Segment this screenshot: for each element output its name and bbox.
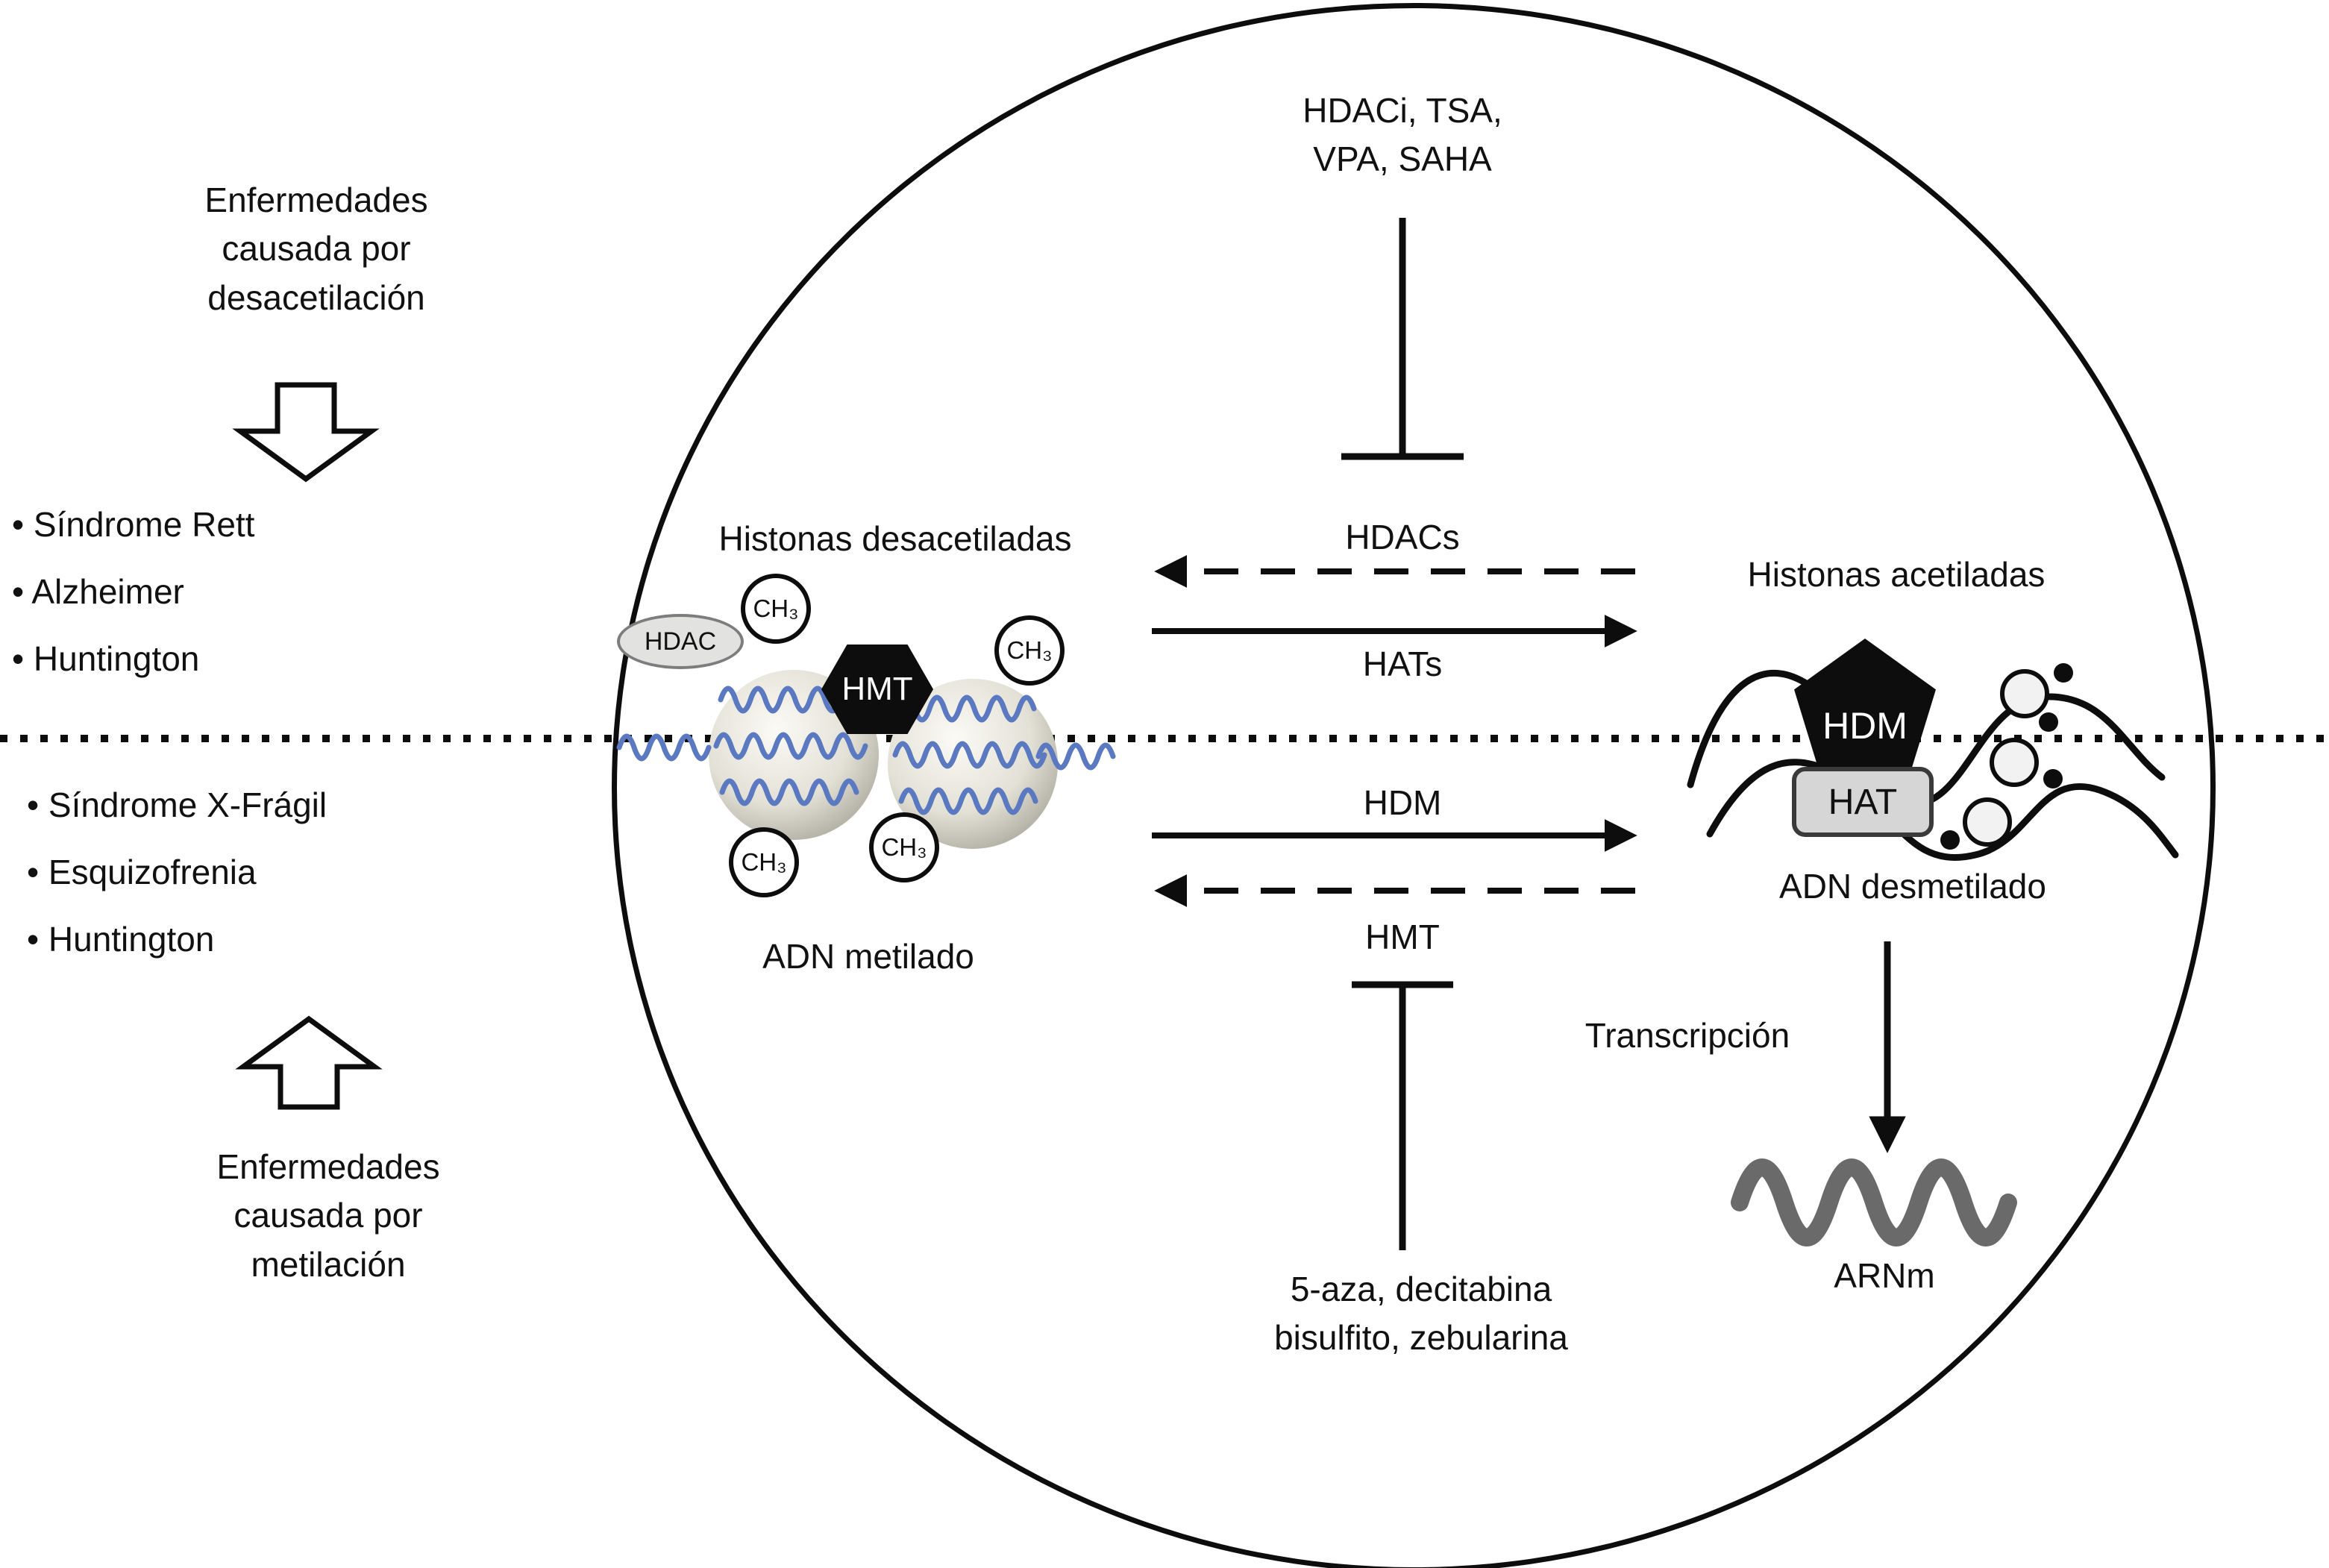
bottom-inhibitors-line1: 5-aza, decitabina (1290, 1270, 1552, 1308)
bottom-caption-line3: metilación (251, 1244, 406, 1284)
hmt-label: HMT (1365, 918, 1440, 956)
ch3-methyl-mark-1: CH₃ (741, 574, 811, 644)
hmt-enzyme-badge: HMT (821, 645, 933, 734)
adn-desmetilado-caption: ADN desmetilado (1779, 867, 2046, 906)
top-inhibitors-label: HDACi, TSA, VPA, SAHA (1164, 87, 1641, 184)
hdacs-label: HDACs (1345, 518, 1460, 556)
bottom-caption: Enfermedades causada por metilación (90, 1143, 567, 1289)
disease-item-esquizofrenia: Esquizofrenia (27, 852, 257, 892)
top-caption: Enfermedades causada por desacetilación (78, 176, 555, 322)
hat-enzyme-badge: HAT (1792, 767, 1934, 837)
bottom-caption-line1: Enfermedades (216, 1147, 440, 1186)
ch3-methyl-mark-3: CH₃ (729, 827, 799, 897)
histonas-desacetiladas-title: Histonas desacetiladas (718, 519, 1072, 558)
top-caption-line2: causada por (222, 229, 411, 269)
adn-metilado-caption: ADN metilado (762, 937, 974, 976)
acetyl-marks-icon (1940, 663, 2073, 850)
acetylated-dna-strand-icon (1687, 670, 2179, 861)
histonas-acetiladas-title: Histonas acetiladas (1747, 555, 2046, 594)
disease-item-alzheimer: Alzheimer (12, 571, 184, 612)
hdm-label: HDM (1363, 783, 1442, 822)
bottom-inhibitors-line2: bisulfito, zebularina (1274, 1318, 1568, 1358)
disease-item-huntington-top: Huntington (12, 639, 200, 679)
top-caption-line1: Enfermedades (204, 181, 428, 219)
bottom-caption-line2: causada por (233, 1196, 423, 1235)
arnm-label: ARNm (1834, 1256, 1935, 1295)
top-inhibitors-line2: VPA, SAHA (1313, 139, 1492, 179)
mrna-wave-icon (1731, 1158, 2017, 1246)
hats-label: HATs (1362, 645, 1443, 683)
ch3-methyl-mark-2: CH₃ (994, 615, 1065, 686)
ch3-methyl-mark-4: CH₃ (869, 812, 939, 882)
down-block-arrow-icon (232, 382, 380, 483)
disease-item-sindrome-rett: Síndrome Rett (12, 504, 255, 545)
top-caption-line3: desacetilación (207, 277, 425, 317)
hdaci-inhibition-line (1341, 218, 1464, 460)
disease-item-huntington-bottom: Huntington (27, 919, 215, 959)
hdac-enzyme-badge: HDAC (617, 614, 744, 669)
demethylating-inhibition-line (1352, 981, 1453, 1250)
up-block-arrow-icon (235, 1015, 383, 1110)
methylated-dna-strand-icon (616, 686, 1116, 815)
transcripcion-label: Transcripción (1584, 1016, 1790, 1055)
bottom-inhibitors-label: 5-aza, decitabina bisulfito, zebularina (1182, 1265, 1660, 1363)
top-inhibitors-line1: HDACi, TSA, (1303, 91, 1502, 130)
disease-item-x-fragil: Síndrome X-Frágil (27, 785, 327, 825)
